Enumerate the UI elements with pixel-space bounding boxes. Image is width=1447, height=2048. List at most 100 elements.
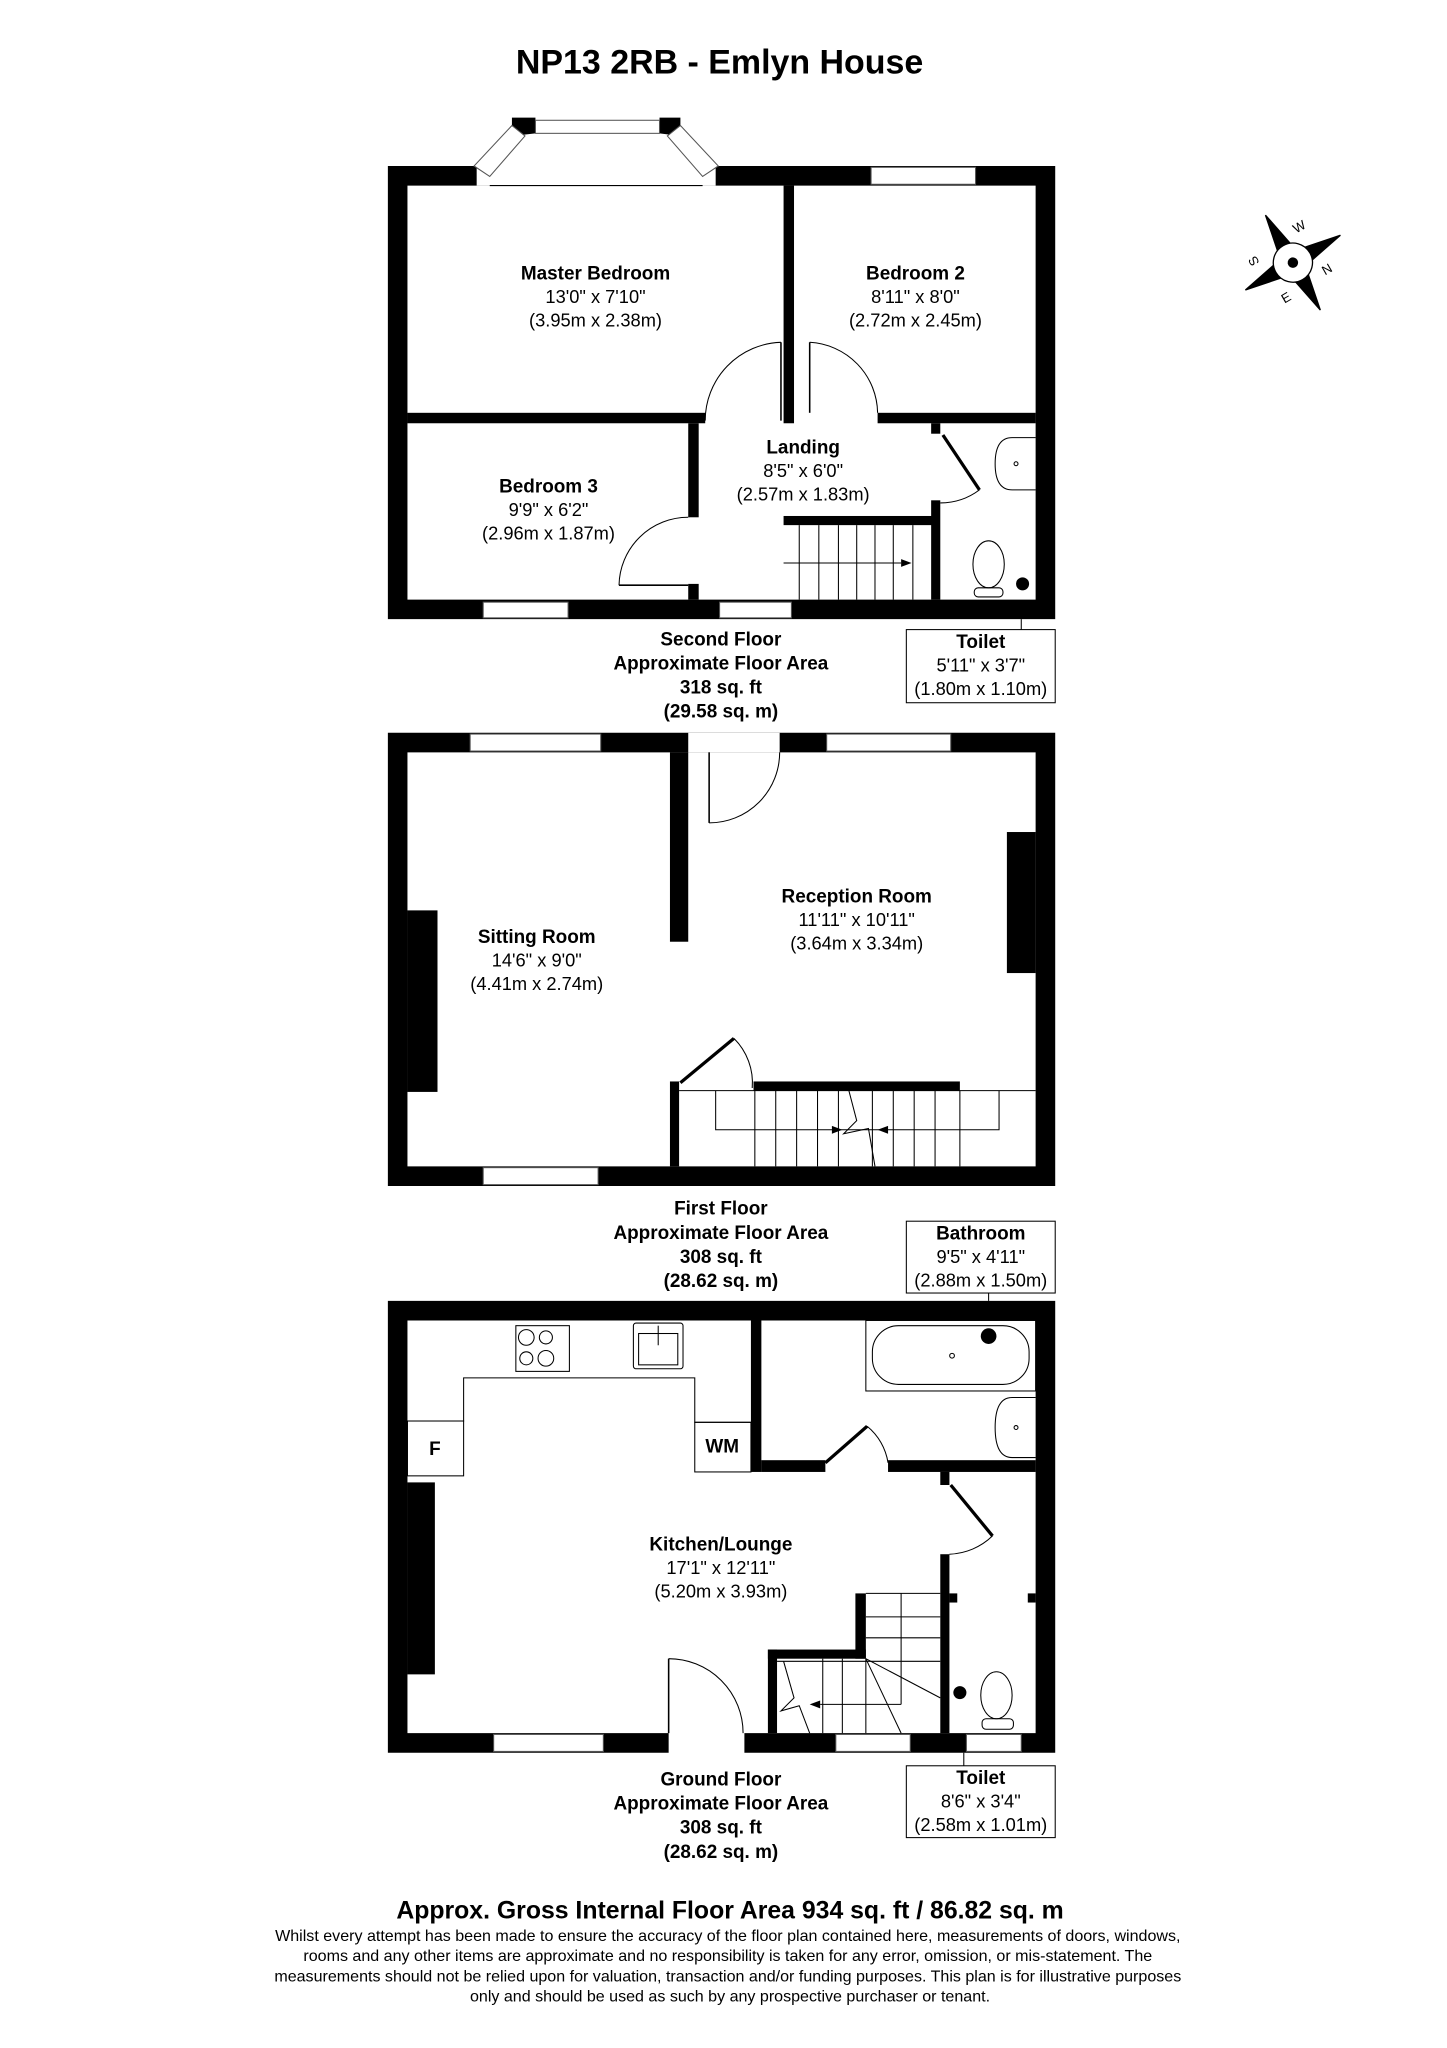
- door-swing: [704, 341, 781, 421]
- basin-icon: [994, 1396, 1036, 1459]
- room-dims-metric: (3.64m x 3.34m): [790, 933, 923, 954]
- bathroom-label-box: [905, 1220, 1056, 1294]
- room-dims-imperial: 5'11" x 3'7": [936, 654, 1025, 675]
- room-dims-metric: (2.72m x 2.45m): [849, 310, 982, 331]
- room-dims-metric: (3.95m x 2.38m): [529, 310, 662, 331]
- room-name: Sitting Room: [478, 927, 596, 948]
- floor-area-sqm: (29.58 sq. m): [664, 702, 779, 723]
- room-name: Reception Room: [782, 887, 932, 908]
- room-dims-imperial: 8'5" x 6'0": [763, 460, 843, 481]
- floor-area-sqft: 308 sq. ft: [680, 1247, 763, 1268]
- floor-area-label: Approximate Floor Area: [613, 1794, 828, 1815]
- window: [835, 1733, 911, 1752]
- room-name: Bedroom 2: [866, 264, 965, 285]
- disclaimer-line: rooms and any other items are approximat…: [303, 1947, 1152, 1965]
- bay-window: [534, 119, 661, 134]
- room-dims-imperial: 8'6" x 3'4": [941, 1791, 1021, 1812]
- window: [469, 733, 602, 752]
- door-swing: [668, 1658, 744, 1734]
- disclaimer-line: measurements should not be relied upon f…: [274, 1967, 1181, 1985]
- toilet-label-box: [905, 1765, 1056, 1839]
- room-name: Bedroom 3: [499, 476, 598, 497]
- svg-text:Bedroom 39'9" x 6'2"(2.96m x 1: Bedroom 39'9" x 6'2"(2.96m x 1.87m): [482, 476, 615, 543]
- fridge: [406, 1420, 465, 1477]
- compass-letter: N: [1319, 260, 1335, 278]
- window: [493, 1733, 604, 1752]
- toilet-label-box: [905, 629, 1056, 704]
- disclaimer-line: only and should be used as such by any p…: [470, 1988, 990, 2006]
- door-swing: [618, 516, 689, 586]
- room-dims-imperial: 14'6" x 9'0": [492, 950, 582, 971]
- toilet-icon: [972, 540, 1005, 589]
- staircase: [679, 1090, 1036, 1167]
- floor-area-sqm: (28.62 sq. m): [664, 1271, 779, 1292]
- compass-icon: S W E N: [1245, 214, 1341, 311]
- room-dims-metric: (2.96m x 1.87m): [482, 522, 615, 543]
- fridge-label: F: [429, 1439, 441, 1460]
- floor-area-sqft: 308 sq. ft: [680, 1818, 763, 1839]
- room-name: Landing: [766, 437, 840, 458]
- room-name: Bathroom: [936, 1223, 1025, 1244]
- room-dims-metric: (2.58m x 1.01m): [914, 1814, 1047, 1835]
- floor-area-label: Approximate Floor Area: [613, 653, 828, 674]
- gross-floor-area: Approx. Gross Internal Floor Area 934 sq…: [396, 1898, 1063, 1925]
- ground-floor-plan: F WM: [387, 1300, 1056, 1863]
- window: [870, 166, 977, 185]
- room-dims-metric: (2.57m x 1.83m): [737, 483, 870, 504]
- room-name: Master Bedroom: [521, 264, 670, 285]
- room-name: Toilet: [956, 632, 1006, 653]
- room-dims-imperial: 11'11" x 10'11": [798, 909, 914, 930]
- door-swing: [809, 341, 879, 413]
- window: [482, 601, 569, 619]
- compass-letter: S: [1245, 253, 1262, 268]
- room-dims-imperial: 17'1" x 12'11": [666, 1557, 775, 1578]
- window: [719, 601, 792, 619]
- staircase: [783, 525, 914, 600]
- disclaimer-line: Whilst every attempt has been made to en…: [275, 1927, 1180, 1945]
- washing-machine-label: WM: [705, 1436, 739, 1457]
- compass-letter: W: [1290, 217, 1309, 236]
- room-name: Toilet: [956, 1768, 1006, 1789]
- floor-area-sqft: 318 sq. ft: [680, 678, 763, 699]
- floor-label: First Floor: [674, 1199, 768, 1220]
- room-dims-imperial: 9'9" x 6'2": [509, 499, 589, 520]
- hob-icon: [515, 1325, 570, 1372]
- window: [826, 733, 952, 752]
- svg-text:Bedroom 28'11" x 8'0"(2.72m x: Bedroom 28'11" x 8'0" (2.72m x 2.45m): [849, 264, 982, 331]
- floor-area-label: Approximate Floor Area: [613, 1223, 828, 1244]
- floor-area-sqm: (28.62 sq. m): [664, 1842, 779, 1863]
- door-swing: [709, 752, 781, 824]
- page-title: NP13 2RB - Emlyn House: [516, 43, 923, 81]
- kitchen-counter: [407, 1377, 751, 1423]
- outer-walls: [387, 732, 1056, 1186]
- disclaimer: Whilst every attempt has been made to en…: [274, 1927, 1185, 2006]
- chimney-breast: [1006, 832, 1036, 974]
- chimney-breast: [407, 1482, 435, 1675]
- room-dims-imperial: 9'5" x 4'11": [936, 1246, 1025, 1267]
- room-dims-metric: (1.80m x 1.10m): [914, 678, 1047, 699]
- staircase: [777, 1592, 941, 1734]
- room-dims-imperial: 8'11" x 8'0": [871, 286, 960, 307]
- window: [965, 1733, 1022, 1752]
- basin-icon: [994, 437, 1036, 491]
- outer-walls: [387, 165, 1056, 620]
- floor-label: Second Floor: [660, 629, 782, 650]
- room-dims-imperial: 13'0" x 7'10": [545, 286, 645, 307]
- bath-icon: [865, 1319, 1037, 1392]
- toilet-icon: [980, 1671, 1013, 1720]
- outer-walls: [387, 1300, 1056, 1753]
